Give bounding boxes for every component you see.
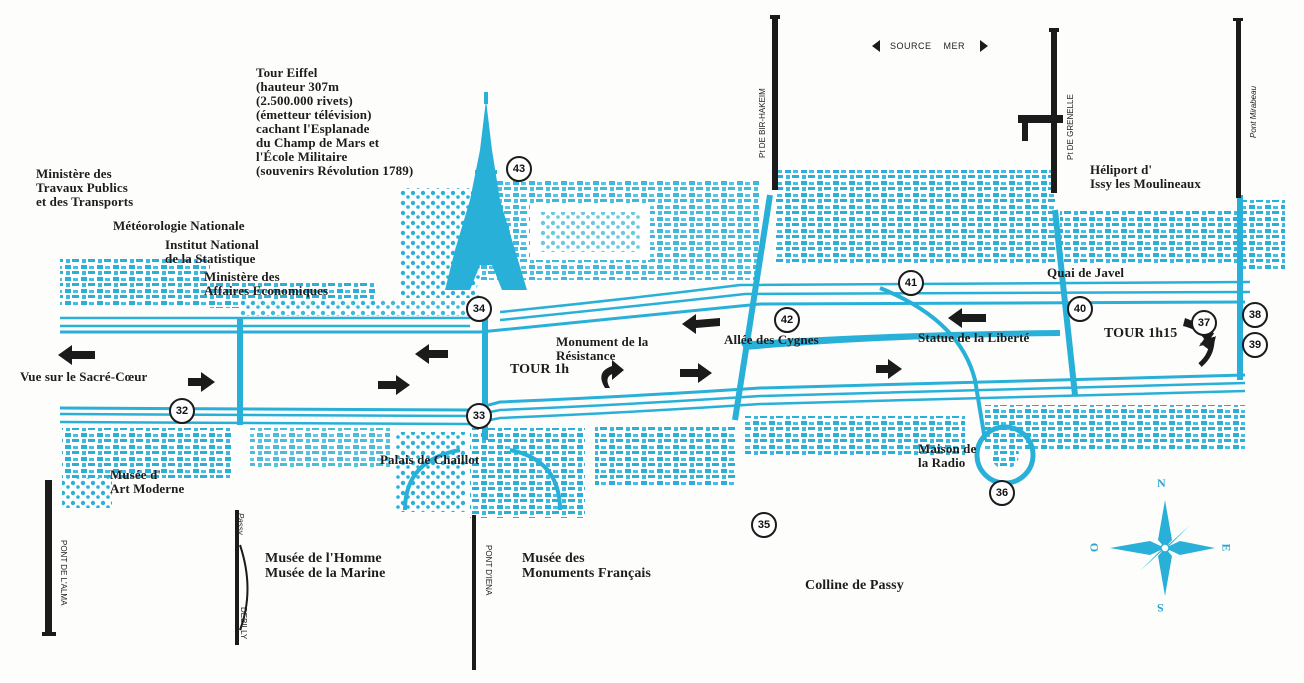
ile-aux-cygnes bbox=[740, 330, 1060, 350]
bridge-passy: Passy bbox=[236, 513, 245, 535]
institut-statistique-label: Institut National de la Statistique bbox=[165, 237, 259, 266]
palais-chaillot-label: Palais de Chaillot bbox=[380, 452, 480, 467]
left-bank-blocks bbox=[60, 170, 1285, 316]
musee-monuments-label: Musée des Monuments Français bbox=[522, 551, 651, 581]
bridge-alma: PONT DE L'ALMA bbox=[59, 540, 68, 606]
tour-1h15-label: TOUR 1h15 bbox=[1104, 326, 1178, 341]
ministere-travaux-label: Ministère des Travaux Publics et des Tra… bbox=[36, 166, 134, 209]
bottom-bridge-elevations bbox=[42, 480, 476, 670]
colline-passy-label: Colline de Passy bbox=[805, 578, 904, 593]
stop-40: 40 bbox=[1067, 296, 1093, 322]
stop-33: 33 bbox=[466, 403, 492, 429]
bridge-grenelle: Pt DE GRENELLE bbox=[1066, 94, 1075, 160]
maison-radio-label: Maison de la Radio bbox=[918, 441, 977, 470]
chaillot-shape bbox=[403, 448, 562, 511]
bridge-debilly: DEBILLY bbox=[239, 607, 248, 640]
stop-39: 39 bbox=[1242, 332, 1268, 358]
stop-34: 34 bbox=[466, 296, 492, 322]
source-mer-arrows bbox=[872, 40, 988, 52]
compass-rose bbox=[1110, 500, 1215, 596]
compass-south: S bbox=[1157, 601, 1164, 615]
statue-liberte-label: Statue de la Liberté bbox=[918, 330, 1030, 345]
stop-42: 42 bbox=[774, 307, 800, 333]
compass-east: E bbox=[1219, 543, 1234, 552]
meteorologie-label: Météorologie Nationale bbox=[113, 218, 245, 233]
eiffel-tower bbox=[445, 92, 527, 290]
stop-32: 32 bbox=[169, 398, 195, 424]
musee-homme-label: Musée de l'Homme Musée de la Marine bbox=[265, 551, 386, 581]
allee-cygnes-label: Allée des Cygnes bbox=[724, 332, 819, 347]
stop-43: 43 bbox=[506, 156, 532, 182]
musee-art-moderne-label: Musée d' Art Moderne bbox=[110, 467, 185, 496]
stop-41: 41 bbox=[898, 270, 924, 296]
sacre-coeur-label: Vue sur le Sacré-Cœur bbox=[20, 369, 148, 384]
compass-north: N bbox=[1157, 476, 1166, 490]
top-quai bbox=[60, 280, 1251, 328]
tour-eiffel-label: Tour Eiffel (hauteur 307m (2.500.000 riv… bbox=[256, 65, 414, 178]
bridge-elevations bbox=[770, 15, 1243, 198]
tour-1h-label: TOUR 1h bbox=[510, 362, 570, 377]
direction-arrows bbox=[58, 308, 1216, 395]
monument-resistance-label: Monument de la Résistance bbox=[556, 334, 649, 363]
heliport-label: Héliport d' Issy les Moulineaux bbox=[1090, 162, 1201, 191]
stop-35: 35 bbox=[751, 512, 777, 538]
stop-38: 38 bbox=[1242, 302, 1268, 328]
source-mer-label: SOURCE MER bbox=[890, 41, 966, 51]
compass-west: O bbox=[1087, 542, 1102, 553]
bridge-bir-hakeim: Pt DE BIR-HAKEIM bbox=[758, 88, 767, 158]
bridge-mirabeau: Pont Mirabeau bbox=[1249, 85, 1258, 138]
bridge-iena: PONT D'IENA bbox=[484, 545, 493, 596]
seine-river bbox=[59, 300, 1246, 412]
stop-36: 36 bbox=[989, 480, 1015, 506]
stop-37: 37 bbox=[1191, 310, 1217, 336]
quai-javel-label: Quai de Javel bbox=[1047, 265, 1125, 280]
ministere-economiques-label: Ministère des Affaires Economiques bbox=[204, 269, 329, 298]
